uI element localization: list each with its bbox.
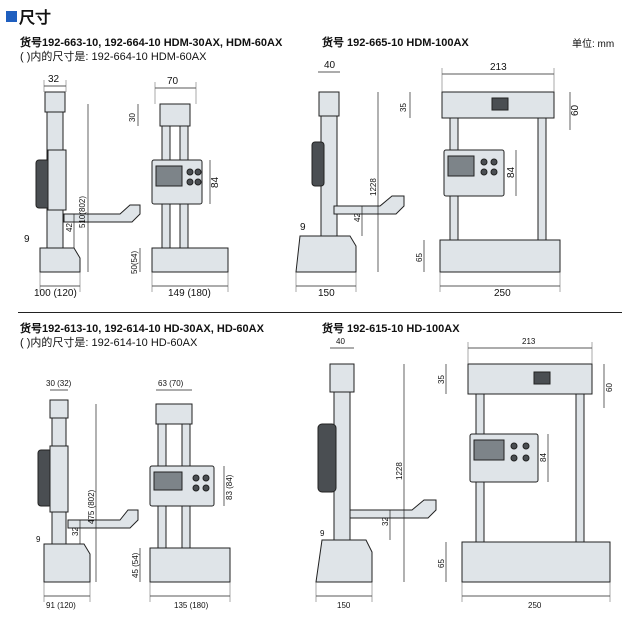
counter-display xyxy=(473,439,505,461)
base-left xyxy=(315,539,373,583)
dim-label: 50(54) xyxy=(130,251,139,274)
front-base xyxy=(461,541,611,583)
drawing-hdm-100: 40 213 35 60 84 1228 42 9 65 150 250 xyxy=(295,60,581,299)
s1-left-line2: ( )内的尺寸是: 192-664-10 HDM-60AX xyxy=(20,51,207,63)
dim-label: 149 (180) xyxy=(168,288,211,299)
dim-label: 9 xyxy=(36,535,41,544)
front-head xyxy=(159,103,191,127)
dim-label: 135 (180) xyxy=(174,601,209,610)
scriber xyxy=(67,509,139,529)
s2-right-line1: 货号 192-615-10 HD-100AX xyxy=(322,323,460,335)
dim-label: 213 xyxy=(490,62,507,73)
feed-wheel xyxy=(311,141,325,187)
dim-label: 250 xyxy=(494,288,511,299)
dim-label: 9 xyxy=(300,222,306,233)
dim-label: 9 xyxy=(24,234,30,245)
dim-label: 65 xyxy=(437,559,446,568)
section-divider xyxy=(18,312,622,313)
dim-label: 510(802) xyxy=(78,196,87,228)
dim-label: 42 xyxy=(65,223,74,232)
dim-label: 42 xyxy=(353,213,362,222)
section-title-text: 尺寸 xyxy=(19,10,52,27)
dim-label: 63 (70) xyxy=(158,379,184,388)
dim-label: 60 xyxy=(570,104,581,116)
dim-label: 84 xyxy=(539,453,548,462)
dim-label: 45 (54) xyxy=(131,552,140,578)
drawing-hd-100: 40 213 35 60 84 1228 32 9 65 150 250 xyxy=(315,337,614,610)
dim-label: 1228 xyxy=(395,462,404,480)
drawing-hd-30-60: 30 (32) 63 (70) 475 (802) 83 (84) 32 9 4… xyxy=(36,379,234,610)
s1-left-line1: 货号192-663-10, 192-664-10 HDM-30AX, HDM-6… xyxy=(20,37,283,49)
front-base xyxy=(151,247,229,273)
dim-label: 213 xyxy=(522,337,536,346)
slider xyxy=(47,149,67,211)
column-head xyxy=(49,399,69,419)
dim-label: 40 xyxy=(324,60,336,71)
dim-label: 91 (120) xyxy=(46,601,76,610)
dim-label: 40 xyxy=(336,337,345,346)
dim-label: 9 xyxy=(320,529,325,538)
base-left xyxy=(39,247,81,273)
dim-label: 100 (120) xyxy=(34,288,77,299)
slider xyxy=(49,445,69,513)
front-base xyxy=(149,547,231,583)
dim-label: 30 (32) xyxy=(46,379,72,388)
counter-display xyxy=(155,165,183,187)
drawing-hdm-30-60: 32 70 30 84 510(802) 42 9 50(54) 100 (12… xyxy=(24,74,229,299)
base-left xyxy=(295,235,357,273)
front-base xyxy=(439,239,561,273)
dim-label: 35 xyxy=(399,103,408,112)
dim-label: 83 (84) xyxy=(225,474,234,500)
blue-square-icon xyxy=(6,10,17,22)
front-head xyxy=(155,403,193,425)
dim-label: 84 xyxy=(210,176,221,188)
dim-label: 150 xyxy=(318,288,335,299)
dim-label: 250 xyxy=(528,601,542,610)
dim-label: 30 xyxy=(128,113,137,122)
column-r xyxy=(575,393,585,545)
s2-left-line2: ( )内的尺寸是: 192-614-10 HD-60AX xyxy=(20,337,198,349)
dim-label: 150 xyxy=(337,601,351,610)
dim-label: 60 xyxy=(605,383,614,392)
scriber xyxy=(63,204,141,223)
unit-label: 单位: mm xyxy=(572,39,615,50)
dim-label: 65 xyxy=(415,253,424,262)
top-beam xyxy=(467,363,593,395)
counter-display xyxy=(447,155,475,177)
counter-display xyxy=(153,471,183,491)
dim-label: 1228 xyxy=(369,178,378,196)
column-r xyxy=(537,117,547,249)
dim-label: 475 (802) xyxy=(87,489,96,524)
s2-left-line1: 货号192-613-10, 192-614-10 HD-30AX, HD-60A… xyxy=(20,323,264,335)
base-left xyxy=(43,543,91,583)
s1-right-line1: 货号 192-665-10 HDM-100AX xyxy=(322,37,469,49)
column-head xyxy=(44,91,66,113)
column-head xyxy=(329,363,355,393)
dim-label: 35 xyxy=(437,375,446,384)
dim-label: 32 xyxy=(48,74,60,85)
feed-wheel xyxy=(317,423,337,493)
scriber xyxy=(349,499,437,519)
dim-label: 32 xyxy=(381,517,390,526)
dim-label: 70 xyxy=(167,76,179,87)
section-title: 尺寸 xyxy=(6,4,51,28)
scriber xyxy=(333,195,405,215)
dim-label: 84 xyxy=(506,166,517,178)
column-head xyxy=(318,91,340,117)
dim-label: 32 xyxy=(71,527,80,536)
